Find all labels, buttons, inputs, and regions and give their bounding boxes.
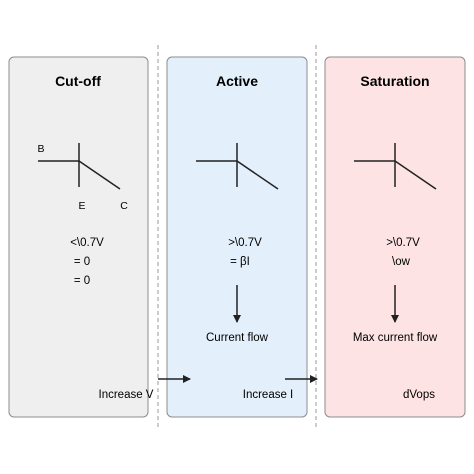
cutoff-condition-2: = 0 [74,256,90,268]
active-title: Active [216,73,258,89]
cutoff-panel: Cut-off B E C <\0.7V = 0 = 0 [8,56,149,418]
cutoff-condition-1: <\0.7V [70,237,104,249]
saturation-panel: Saturation >\0.7V \ow Max current flow d… [324,56,466,418]
active-condition-1: >\0.7V [228,237,262,249]
cutoff-transistor-symbol [38,143,121,190]
terminal-c-label: C [120,200,128,212]
increase-i-label: Increase I [243,389,294,401]
terminal-e-label: E [78,200,85,212]
cutoff-panel-box [8,56,149,418]
cutoff-condition-3: = 0 [74,275,90,287]
active-panel-box [166,56,308,418]
saturation-condition-1: >\0.7V [386,237,420,249]
saturation-title: Saturation [360,73,429,89]
active-condition-2: = βI [230,256,250,268]
active-transistor-symbol [196,143,279,190]
active-result-label: Current flow [206,332,269,344]
terminal-b-label: B [37,143,44,155]
cutoff-title: Cut-off [55,73,101,89]
saturation-note-label: dVops [403,389,435,401]
increase-v-label: Increase V [99,389,154,401]
saturation-panel-box [324,56,466,418]
active-panel: Active >\0.7V = βI Current flow [166,56,308,418]
saturation-transistor-symbol [354,143,437,190]
saturation-result-label: Max current flow [353,332,438,344]
saturation-condition-2: \ow [392,256,411,268]
